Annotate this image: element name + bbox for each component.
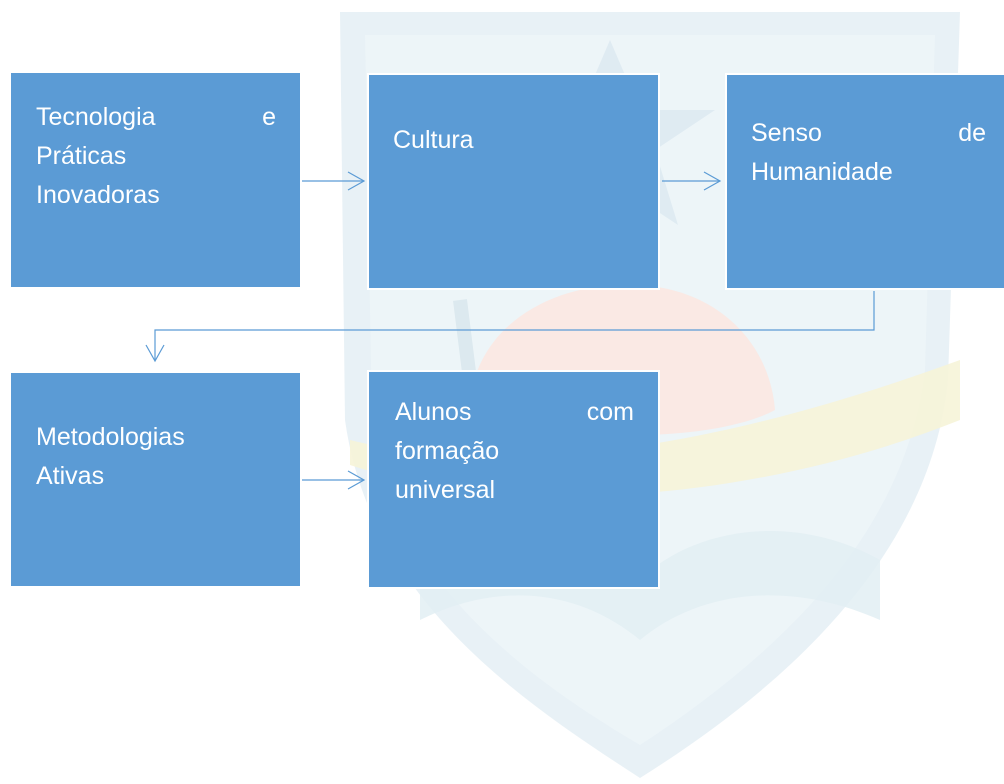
arrow-down-icon	[145, 291, 875, 363]
node-word: com	[586, 398, 634, 426]
watermark-pen-shape	[453, 299, 477, 381]
arrow-right-icon	[302, 171, 366, 191]
node-word: Tecnologia	[36, 103, 156, 131]
node-tecnologia-praticas-inovadoras: Tecnologia e Práticas Inovadoras	[11, 73, 300, 287]
arrow-right-icon	[662, 171, 722, 191]
node-senso-de-humanidade: Senso de Humanidade	[725, 73, 1004, 290]
node-text-line: universal	[395, 475, 496, 504]
node-text-line: Cultura	[393, 126, 474, 154]
node-word: Alunos	[395, 398, 472, 426]
node-word: e	[262, 103, 276, 131]
node-metodologias-ativas: Metodologias Ativas	[11, 373, 300, 586]
node-text-line: Ativas	[36, 461, 105, 490]
node-alunos-com-formacao-universal: Alunos com formação universal	[367, 370, 660, 589]
node-text-line: Tecnologia e	[36, 98, 276, 137]
node-word: Senso	[751, 119, 822, 147]
node-text-line: Inovadoras	[36, 180, 160, 209]
node-cultura: Cultura	[367, 73, 660, 290]
node-text-line: Metodologias	[36, 423, 185, 451]
node-text-line: Práticas	[36, 141, 127, 170]
arrow-right-icon	[302, 470, 366, 490]
node-text-line: Humanidade	[751, 157, 893, 186]
node-word: de	[958, 119, 986, 147]
node-text-line: Senso de	[751, 114, 986, 153]
node-text-line: Alunos com	[395, 393, 634, 432]
node-text-line: formação	[395, 436, 500, 465]
